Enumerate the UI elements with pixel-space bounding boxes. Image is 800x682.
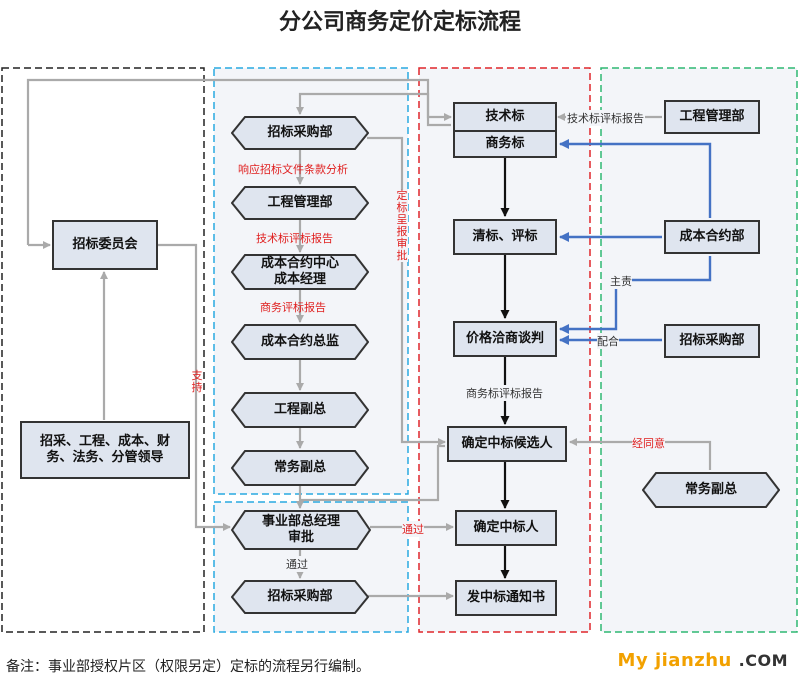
node-biz-bid: 商务标 <box>453 130 557 158</box>
label-pass-down: 通过 <box>286 556 308 572</box>
hex-p1-cost-director: 成本合约总监 <box>231 324 369 360</box>
hex-label: 工程副总 <box>273 401 326 417</box>
hex-p1-cost-center: 成本合约中心 成本经理 <box>231 254 369 290</box>
node-r-cost: 成本合约部 <box>664 220 760 254</box>
page-title: 分公司商务定价定标流程 <box>278 10 521 35</box>
hex-label: 招标采购部 <box>267 124 333 140</box>
footer-note: 备注：事业部授权片区（权限另定）定标的流程另行编制。 <box>6 659 370 675</box>
label-tech-report: 技术标评标报告 <box>256 232 333 245</box>
node-negotiate: 价格洽商谈判 <box>453 321 557 357</box>
hex-r-exec-vp: 常务副总 <box>642 472 780 508</box>
node-notice: 发中标通知书 <box>455 580 557 616</box>
watermark-suffix: .COM <box>738 651 788 670</box>
label-lead: 主责 <box>610 273 632 289</box>
hex-p1-eng-vp: 工程副总 <box>231 392 369 428</box>
label-tech-report-right: 技术标评标报告 <box>566 110 645 126</box>
connector-support <box>158 243 231 531</box>
hex-p2-purchase: 招标采购部 <box>231 580 369 614</box>
node-r-engineering: 工程管理部 <box>664 100 760 134</box>
hex-label: 事业部总经理 审批 <box>261 513 340 545</box>
hex-label: 常务副总 <box>273 459 326 475</box>
node-leaders: 招采、工程、成本、财务、法务、分管领导 <box>20 421 190 479</box>
hex-label: 常务副总 <box>684 481 737 497</box>
connector-submit-review <box>367 136 446 446</box>
lane-committee <box>1 67 205 633</box>
hex-p1-purchase: 招标采购部 <box>231 116 369 150</box>
label-cooperate: 配合 <box>597 333 619 349</box>
label-support: 支持 <box>191 369 203 394</box>
hex-label: 工程管理部 <box>267 194 333 210</box>
node-clear-eval: 清标、评标 <box>453 219 557 255</box>
connector-vp-to-candidate <box>569 438 712 470</box>
connector-cost-to-biz <box>559 139 712 218</box>
node-committee: 招标委员会 <box>52 220 158 270</box>
connector-tech-to-purchase <box>296 92 451 127</box>
hex-p2-gm-review: 事业部总经理 审批 <box>231 510 371 550</box>
hex-p1-engineering: 工程管理部 <box>231 186 369 220</box>
hex-p1-exec-vp: 常务副总 <box>231 450 369 486</box>
node-r-purchase: 招标采购部 <box>664 324 760 358</box>
node-winner: 确定中标人 <box>455 510 557 546</box>
watermark-main: My jianzhu <box>617 650 732 671</box>
label-submit-review: 定标呈报审批 <box>396 189 408 262</box>
connector-committee-to-tech <box>26 78 452 245</box>
hex-label: 招标采购部 <box>267 588 333 604</box>
label-pass-review: 通过 <box>402 521 424 537</box>
node-tech-bid: 技术标 <box>453 102 557 132</box>
watermark-logo: My jianzhu .COM <box>618 650 788 671</box>
node-candidate: 确定中标候选人 <box>447 426 567 462</box>
connector-candidate-to-review <box>300 444 445 502</box>
label-via-agree: 经同意 <box>632 435 665 451</box>
label-respond: 响应招标文件条款分析 <box>238 163 348 176</box>
hex-label: 成本合约总监 <box>260 333 339 349</box>
label-biz-bid-report: 商务标评标报告 <box>466 385 543 401</box>
hex-label: 成本合约中心 成本经理 <box>260 255 339 287</box>
label-biz-report: 商务评标报告 <box>260 301 326 314</box>
